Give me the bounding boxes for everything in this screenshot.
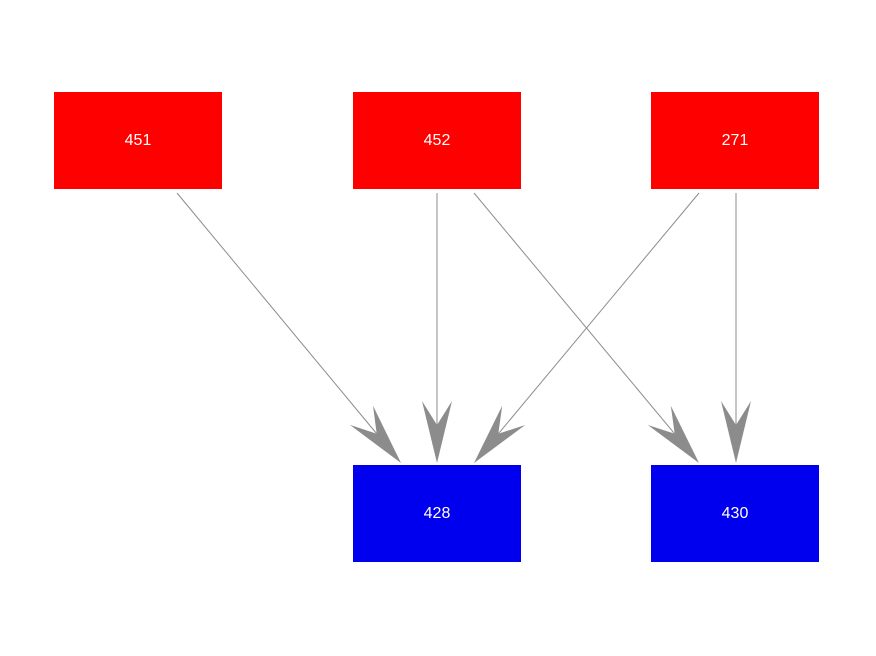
- edge-271-to-430: [721, 193, 751, 463]
- edge-line: [497, 192, 700, 435]
- arrowhead: [422, 401, 452, 463]
- node-box[interactable]: [54, 92, 222, 189]
- node-label: 452: [424, 132, 451, 149]
- edge-451-to-428: [176, 192, 401, 463]
- node-label: 428: [424, 505, 451, 522]
- nodes-layer: 451 452 271 428 430: [54, 92, 819, 562]
- arrowhead: [647, 405, 699, 463]
- node-label: 430: [722, 505, 749, 522]
- arrowhead: [721, 401, 751, 463]
- edge-452-to-430: [473, 192, 699, 463]
- node-box[interactable]: [353, 92, 521, 189]
- arrowhead: [474, 405, 526, 463]
- edge-271-to-428: [474, 192, 700, 463]
- node-428[interactable]: 428: [353, 465, 521, 562]
- arrowhead: [349, 405, 401, 463]
- node-271[interactable]: 271: [651, 92, 819, 189]
- edge-line: [176, 192, 378, 435]
- edge-452-to-428: [422, 193, 452, 463]
- edges-layer: [176, 192, 751, 463]
- edge-line: [473, 192, 676, 435]
- node-451[interactable]: 451: [54, 92, 222, 189]
- node-452[interactable]: 452: [353, 92, 521, 189]
- node-box[interactable]: [651, 465, 819, 562]
- node-label: 271: [722, 132, 749, 149]
- node-box[interactable]: [651, 92, 819, 189]
- node-box[interactable]: [353, 465, 521, 562]
- node-label: 451: [125, 132, 152, 149]
- node-430[interactable]: 430: [651, 465, 819, 562]
